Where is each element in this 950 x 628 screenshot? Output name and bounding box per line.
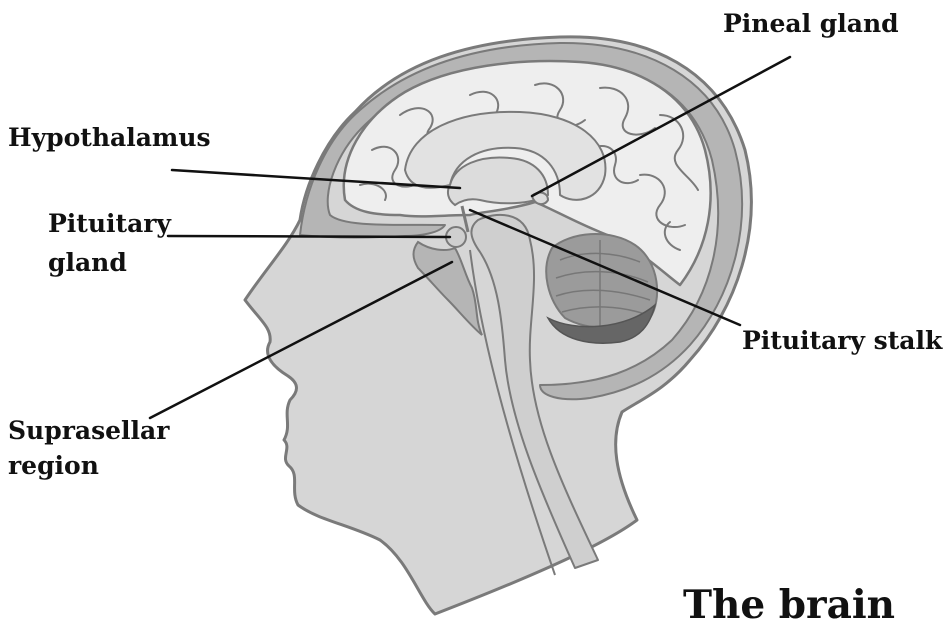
- label-hypothalamus: Hypothalamus: [8, 122, 211, 154]
- cerebellum: [546, 234, 657, 328]
- diagram-title: The brain: [683, 583, 895, 627]
- label-suprasellar-line1: Suprasellar: [8, 415, 169, 447]
- label-suprasellar-line2: region: [8, 450, 99, 482]
- label-pituitary-gland-line2: gland: [48, 247, 127, 279]
- label-pituitary-gland-line1: Pituitary: [48, 208, 171, 240]
- label-pineal-gland: Pineal gland: [723, 8, 899, 40]
- leader-line-pituitary-gland: [168, 236, 450, 237]
- label-pituitary-stalk: Pituitary stalk: [742, 325, 942, 357]
